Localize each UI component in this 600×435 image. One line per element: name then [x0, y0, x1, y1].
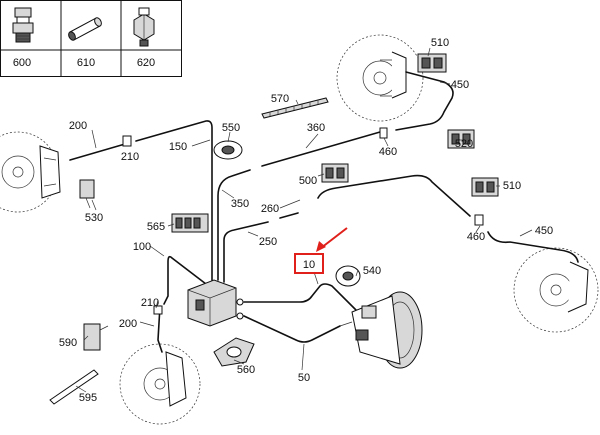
part-540 [335, 265, 361, 287]
label-620: 620 [137, 57, 155, 69]
label-560: 560 [237, 364, 255, 376]
label-150: 150 [169, 141, 187, 153]
brake-line-50 [243, 315, 341, 343]
brake-disc-left [0, 131, 61, 213]
label-610: 610 [77, 57, 95, 69]
label-360: 360 [307, 122, 325, 134]
part-565 [171, 213, 209, 233]
label-570: 570 [271, 93, 289, 105]
part-590 [83, 323, 109, 351]
label-520: 520 [455, 138, 473, 150]
part-560 [213, 337, 255, 367]
brake-line-250b [279, 212, 299, 219]
brake-line-250a [223, 221, 269, 283]
brake-line-100 [163, 255, 207, 305]
brake-line-150 [135, 120, 213, 281]
brake-line-350a [217, 169, 251, 281]
parts-legend-box: 600 610 620 [0, 0, 182, 77]
label-200-left: 200 [69, 120, 87, 132]
part-labels: 510 450 570 200 210 550 360 460 520 150 … [59, 37, 553, 404]
label-450-right: 450 [535, 225, 553, 237]
clip-210-bottom [153, 305, 163, 315]
label-500: 500 [299, 175, 317, 187]
highlight-arrow-shaft [320, 227, 348, 249]
brake-disc-right [513, 247, 599, 333]
label-590: 590 [59, 337, 77, 349]
label-450-top: 450 [451, 79, 469, 91]
label-100: 100 [133, 241, 151, 253]
label-595: 595 [79, 392, 97, 404]
highlight-part-10 [294, 227, 348, 274]
brake-booster [339, 291, 423, 369]
hydraulic-unit [187, 279, 244, 327]
brake-line-450-top [395, 71, 454, 131]
clip-460-right [474, 214, 484, 226]
fitting-600-icon [12, 7, 34, 43]
brake-line-260 [317, 174, 471, 217]
legend-frame [0, 0, 182, 77]
part-550 [213, 140, 243, 160]
label-460-right: 460 [467, 231, 485, 243]
clip-210-left [122, 135, 132, 147]
part-570 [261, 97, 329, 119]
sleeve-610-icon [68, 17, 102, 41]
highlight-arrow-head [316, 241, 326, 252]
label-10: 10 [303, 259, 315, 271]
brake-line-450-right [487, 231, 579, 263]
brake-line-360 [261, 131, 381, 167]
label-350: 350 [231, 198, 249, 210]
label-50: 50 [298, 372, 310, 384]
label-510-mid: 510 [503, 180, 521, 192]
clips [122, 127, 484, 315]
clip-block-520 [447, 129, 475, 149]
label-510-top: 510 [431, 37, 449, 49]
label-250: 250 [259, 236, 277, 248]
brake-lines [69, 71, 579, 353]
brake-disc-top-right [336, 34, 424, 122]
label-530: 530 [85, 212, 103, 224]
part-595 [49, 369, 99, 405]
label-210-bottom: 210 [141, 297, 159, 309]
brake-line-10 [243, 283, 363, 317]
label-600: 600 [13, 57, 31, 69]
brake-line-200-bottom [157, 305, 163, 353]
highlight-box [294, 253, 324, 274]
brake-line-200-left [69, 143, 126, 161]
label-565: 565 [147, 221, 165, 233]
clip-block-500 [321, 163, 349, 183]
leader-lines [75, 47, 533, 393]
clip-460-top [379, 127, 388, 139]
adaptor-620-icon [133, 7, 155, 47]
label-540: 540 [363, 265, 381, 277]
label-200-bottom: 200 [119, 318, 137, 330]
clip-block-510-mid [471, 177, 499, 197]
clip-block-510-top [417, 53, 447, 73]
label-260: 260 [261, 203, 279, 215]
brake-disc-bottom [119, 343, 201, 425]
label-550: 550 [222, 122, 240, 134]
part-530 [79, 179, 95, 209]
label-210-left: 210 [121, 151, 139, 163]
label-460-top: 460 [379, 146, 397, 158]
